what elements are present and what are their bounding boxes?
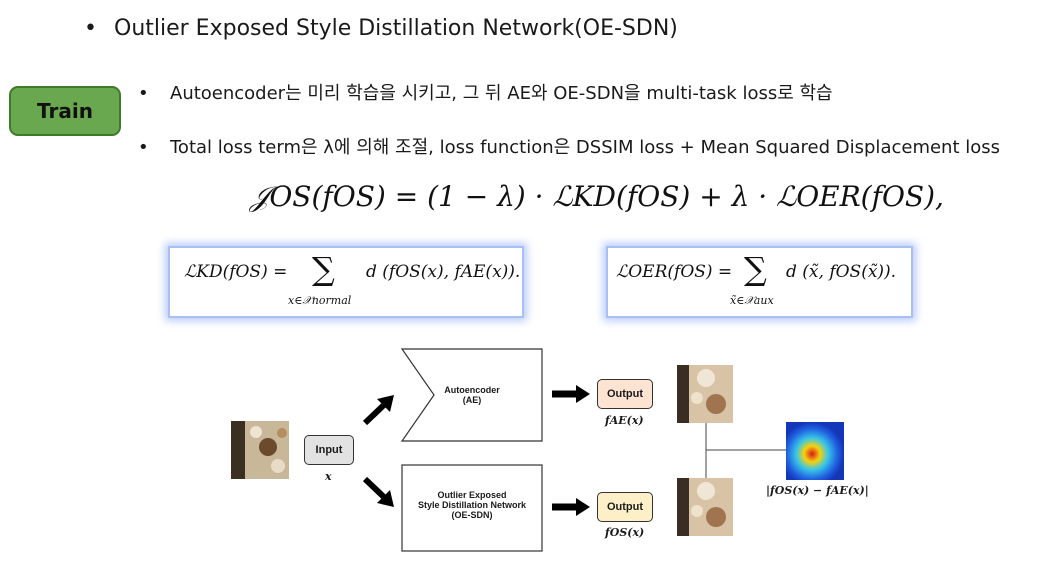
autoencoder-label-line2: (AE)	[462, 395, 482, 405]
output-node-oesdn: Output	[597, 492, 653, 522]
f-ae-label: fAE(x)	[605, 414, 644, 427]
total-loss-equation: 𝒥OS(fOS) = (1 − λ) · ℒKD(fOS) + λ · ℒOER…	[250, 180, 944, 213]
oer-sum-symbol: ∑	[744, 250, 767, 288]
autoencoder-shape	[400, 348, 543, 442]
input-node-label: Input	[315, 444, 343, 456]
arrow-head-oesdn-output	[576, 498, 590, 516]
bullet-dot: •	[138, 83, 149, 104]
bullet-text: Autoencoder는 미리 학습을 시키고, 그 뒤 AE와 OE-SDN을…	[170, 83, 833, 104]
f-os-label: fOS(x)	[605, 526, 645, 539]
train-button-label: Train	[37, 99, 93, 123]
autoencoder-label-line1: Autoencoder	[444, 385, 500, 395]
arrow-head-ae	[377, 395, 394, 412]
output-node-oesdn-label: Output	[606, 501, 644, 513]
autoencoder-label: Autoencoder (AE)	[402, 385, 542, 405]
oesdn-output-image	[677, 478, 733, 536]
kd-sum-symbol: ∑	[312, 250, 335, 288]
slide-heading: • Outlier Exposed Style Distillation Netw…	[84, 16, 678, 41]
oesdn-label: Outlier Exposed Style Distillation Netwo…	[402, 490, 542, 520]
oesdn-shape	[401, 464, 543, 552]
input-variable: x	[325, 470, 332, 483]
bullet-total-loss: • Total loss term은 λ에 의해 조절, loss functio…	[138, 133, 1000, 159]
oer-loss-lhs: ℒOER(fOS) =	[616, 262, 733, 282]
oesdn-label-line1: Outlier Exposed	[437, 490, 507, 500]
heading-bullet: •	[84, 16, 97, 41]
oesdn-label-line2: Style Distillation Network	[417, 500, 527, 510]
difference-label: |fOS(x) − fAE(x)|	[766, 484, 869, 497]
anomaly-heatmap	[786, 422, 844, 480]
bullet-text: Total loss term은 λ에 의해 조절, loss function…	[170, 137, 1001, 158]
input-node: Input	[304, 435, 354, 465]
kd-sum-subscript: x∈𝒳normal	[288, 294, 352, 307]
heading-text: Outlier Exposed Style Distillation Netwo…	[114, 16, 678, 41]
oer-loss-box: ℒOER(fOS) = ∑ x̃∈𝒳aux d (x̃, fOS(x̃)).	[606, 246, 913, 318]
output-node-ae: Output	[597, 379, 653, 409]
oer-sum-subscript: x̃∈𝒳aux	[730, 294, 774, 307]
input-image	[231, 421, 289, 479]
kd-loss-rhs: d (fOS(x), fAE(x)).	[366, 262, 521, 282]
train-button[interactable]: Train	[9, 86, 121, 136]
bullet-autoencoder: • Autoencoder는 미리 학습을 시키고, 그 뒤 AE와 OE-SDN…	[138, 79, 833, 105]
ae-output-image	[677, 365, 733, 423]
bullet-dot: •	[138, 137, 149, 158]
kd-loss-lhs: ℒKD(fOS) =	[184, 262, 288, 282]
arrow-input-to-oesdn	[362, 476, 389, 502]
arrow-head-ae-output	[576, 385, 590, 403]
arrow-head-oesdn	[377, 490, 394, 507]
arrow-input-to-ae	[362, 400, 389, 426]
output-node-ae-label: Output	[606, 388, 644, 400]
oesdn-label-line3: (OE-SDN)	[451, 510, 493, 520]
kd-loss-box: ℒKD(fOS) = ∑ x∈𝒳normal d (fOS(x), fAE(x)…	[168, 246, 524, 318]
oer-loss-rhs: d (x̃, fOS(x̃)).	[786, 262, 897, 282]
